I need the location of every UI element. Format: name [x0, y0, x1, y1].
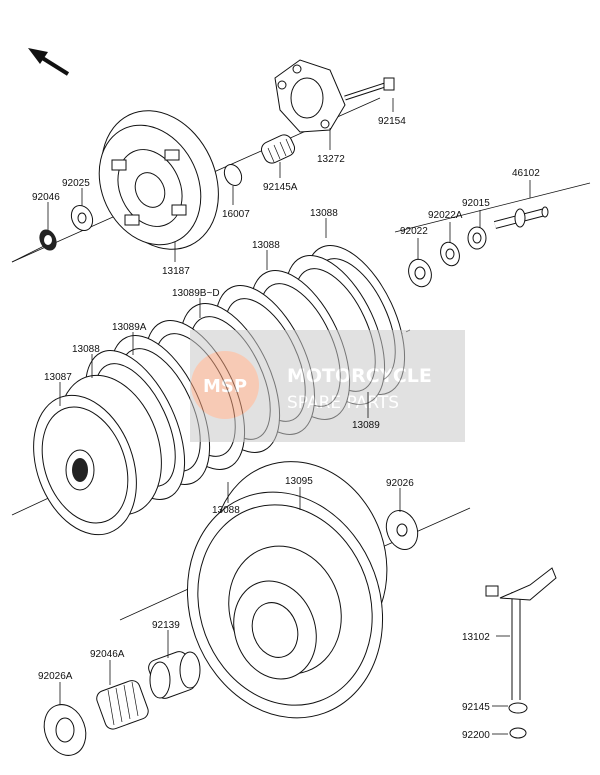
part-label-92022: 92022: [400, 226, 428, 237]
ring-92200: [509, 727, 527, 739]
leader-lines: [47, 98, 531, 735]
push-rod-46102: [493, 206, 549, 229]
part-label-92046a: 92046A: [90, 649, 125, 660]
watermark-line1: MOTORCYCLE: [287, 365, 432, 387]
part-label-13087: 13087: [44, 372, 72, 383]
front-direction-arrow-icon: [28, 48, 70, 76]
pressure-plate: [98, 110, 219, 250]
part-label-92015: 92015: [462, 198, 490, 209]
part-label-92026a: 92026A: [38, 671, 73, 682]
part-label-13089a: 13089A: [112, 322, 147, 333]
part-label-13088-left: 13088: [72, 344, 100, 355]
spring-plate-13272: [274, 59, 346, 133]
part-label-46102: 46102: [512, 168, 540, 179]
watermark-logo: MSP: [203, 376, 247, 397]
part-labels: 92154 13272 92145A 16007 92025 92046 131…: [32, 116, 540, 741]
sleeve-92139: [148, 651, 201, 699]
part-label-13102: 13102: [462, 632, 490, 643]
watermark-line2: SPARE PARTS: [287, 393, 399, 413]
part-label-92022a: 92022A: [428, 210, 463, 221]
part-label-92139: 92139: [152, 620, 180, 631]
part-label-13088-upper: 13088: [252, 240, 280, 251]
part-label-13088-top: 13088: [310, 208, 338, 219]
part-label-92145: 92145: [462, 702, 490, 713]
part-label-13095: 13095: [285, 476, 313, 487]
part-label-92046: 92046: [32, 192, 60, 203]
part-label-92200: 92200: [462, 730, 490, 741]
part-label-16007: 16007: [222, 209, 250, 220]
release-shaft-13102: [485, 567, 557, 700]
part-label-13089: 13089: [352, 420, 380, 431]
spring-92145: [508, 702, 528, 714]
part-label-13187: 13187: [162, 266, 190, 277]
part-label-13088-bottom: 13088: [212, 505, 240, 516]
clutch-housing-13095: [186, 461, 388, 719]
ring-16007: [223, 163, 243, 187]
clutch-hub-13087: [33, 374, 162, 536]
part-label-92025: 92025: [62, 178, 90, 189]
bolt-92154: [344, 77, 395, 101]
part-label-92154: 92154: [378, 116, 406, 127]
part-label-92145a: 92145A: [263, 182, 298, 193]
spring-92145a: [260, 134, 296, 164]
part-label-13089b-d: 13089B~D: [172, 288, 220, 299]
watermark: MSP MOTORCYCLE SPARE PARTS: [190, 330, 465, 442]
part-label-92026: 92026: [386, 478, 414, 489]
needle-bearing-92046a: [96, 680, 149, 730]
part-label-13272: 13272: [317, 154, 345, 165]
